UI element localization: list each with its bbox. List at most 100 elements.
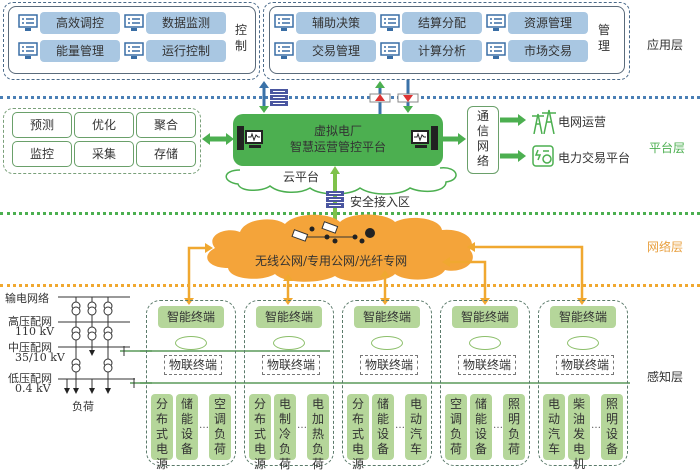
device-char: 备 [180, 442, 193, 456]
app-function-button[interactable]: 资源管理 [508, 12, 588, 34]
device-char: 车 [409, 442, 422, 456]
core-title-line2: 智慧运营管控平台 [289, 140, 386, 154]
device-char: 荷 [278, 457, 291, 471]
terminal-group [440, 300, 530, 466]
platform-function-button[interactable]: 采集 [74, 141, 134, 167]
smart-terminal[interactable]: 智能终端 [256, 306, 322, 328]
platform-function-button[interactable]: 监控 [12, 141, 72, 167]
app-function-button[interactable]: 数据监测 [146, 12, 226, 34]
device-char: 能 [180, 412, 193, 426]
load-arrows [64, 350, 111, 394]
ellipsis: … [199, 420, 209, 431]
function-group [3, 108, 201, 174]
device-3[interactable]: 电动汽车 [405, 394, 427, 460]
device-3[interactable]: 电加热负荷 [307, 394, 329, 471]
device-2[interactable]: 电制冷负荷 [274, 394, 296, 471]
network-cloud-shape [207, 214, 473, 282]
iot-terminal[interactable]: 物联终端 [556, 355, 614, 375]
device-1[interactable]: 电动汽车 [543, 394, 565, 460]
app-function-button[interactable]: 高效调控 [40, 12, 120, 34]
terminal-group [342, 300, 432, 466]
terminal-group [244, 300, 334, 466]
trading-platform-icon [532, 145, 554, 167]
device-1[interactable]: 分布式电源 [347, 394, 369, 471]
iot-terminal[interactable]: 物联终端 [164, 355, 222, 375]
platform-function-button[interactable]: 预测 [12, 112, 72, 138]
app-function-button[interactable]: 交易管理 [296, 40, 376, 62]
device-char: 明 [605, 412, 618, 426]
smart-terminal[interactable]: 智能终端 [550, 306, 616, 328]
iot-terminal[interactable]: 物联终端 [262, 355, 320, 375]
load-label: 负荷 [72, 400, 94, 413]
monitor-icon [380, 14, 400, 31]
device-2[interactable]: 储能设备 [372, 394, 394, 460]
device-2[interactable]: 储能设备 [176, 394, 198, 460]
device-1[interactable]: 空调负荷 [445, 394, 467, 460]
layer-label-application: 应用层 [647, 38, 684, 52]
control-side-label: 控制 [234, 22, 248, 54]
device-char: 发 [572, 427, 585, 441]
vpp-platform-core[interactable]: 虚拟电厂 智慧运营管控平台 [233, 114, 443, 166]
workstation-icon-left [237, 126, 263, 150]
device-3[interactable]: 照明设备 [601, 394, 623, 460]
platform-function-button[interactable]: 存储 [136, 141, 196, 167]
control-group-outer [3, 2, 260, 80]
device-char: 分 [155, 397, 168, 411]
device-1[interactable]: 分布式电源 [249, 394, 271, 471]
device-char: 布 [253, 412, 266, 426]
device-char: 式 [155, 427, 168, 441]
device-char: 热 [311, 427, 324, 441]
side-label-char: 管 [597, 23, 610, 37]
device-2[interactable]: 储能设备 [470, 394, 492, 460]
terminal-link-icon [567, 336, 599, 350]
device-char: 布 [351, 412, 364, 426]
smart-terminal[interactable]: 智能终端 [158, 306, 224, 328]
device-char: 柴 [572, 397, 585, 411]
device-char: 荷 [311, 457, 324, 471]
grid-level-voltage: 110 kV [15, 325, 55, 338]
monitor-icon [124, 42, 144, 59]
device-char: 备 [605, 442, 618, 456]
app-function-button[interactable]: 市场交易 [508, 40, 588, 62]
management-group-inner [269, 6, 625, 74]
device-char: 调 [213, 412, 226, 426]
secure-zone-label: 安全接入区 [350, 195, 411, 209]
ellipsis: … [493, 420, 503, 431]
app-function-button[interactable]: 结算分配 [402, 12, 482, 34]
platform-function-button[interactable]: 优化 [74, 112, 134, 138]
terminal-group [538, 300, 628, 466]
iot-terminal[interactable]: 物联终端 [458, 355, 516, 375]
device-3[interactable]: 空调负荷 [209, 394, 231, 460]
monitor-icon [18, 42, 38, 59]
device-char: 照 [605, 397, 618, 411]
smart-terminal[interactable]: 智能终端 [452, 306, 518, 328]
device-char: 负 [449, 427, 462, 441]
device-char: 设 [376, 427, 389, 441]
app-function-button[interactable]: 运行控制 [146, 40, 226, 62]
iot-terminal[interactable]: 物联终端 [360, 355, 418, 375]
transformer-icons [71, 301, 113, 373]
device-1[interactable]: 分布式电源 [151, 394, 173, 471]
monitor-icon [124, 14, 144, 31]
device-char: 冷 [278, 427, 291, 441]
device-char: 源 [351, 457, 364, 471]
app-function-button[interactable]: 辅助决策 [296, 12, 376, 34]
ellipsis: … [395, 420, 405, 431]
device-char: 电 [547, 397, 560, 411]
terminal-link-icon [469, 336, 501, 350]
layer-label-network: 网络层 [647, 240, 684, 254]
app-function-button[interactable]: 计算分析 [402, 40, 482, 62]
device-char: 机 [572, 457, 585, 471]
smart-terminal[interactable]: 智能终端 [354, 306, 420, 328]
device-2[interactable]: 柴油发电机 [568, 394, 590, 471]
device-char: 电 [253, 442, 266, 456]
platform-function-button[interactable]: 聚合 [136, 112, 196, 138]
device-char: 制 [278, 412, 291, 426]
device-char: 电 [278, 397, 291, 411]
grid-level-voltage: 0.4 kV [15, 382, 51, 395]
device-3[interactable]: 照明负荷 [503, 394, 525, 460]
app-function-button[interactable]: 能量管理 [40, 40, 120, 62]
control-group-inner [8, 6, 256, 74]
device-char: 设 [605, 427, 618, 441]
